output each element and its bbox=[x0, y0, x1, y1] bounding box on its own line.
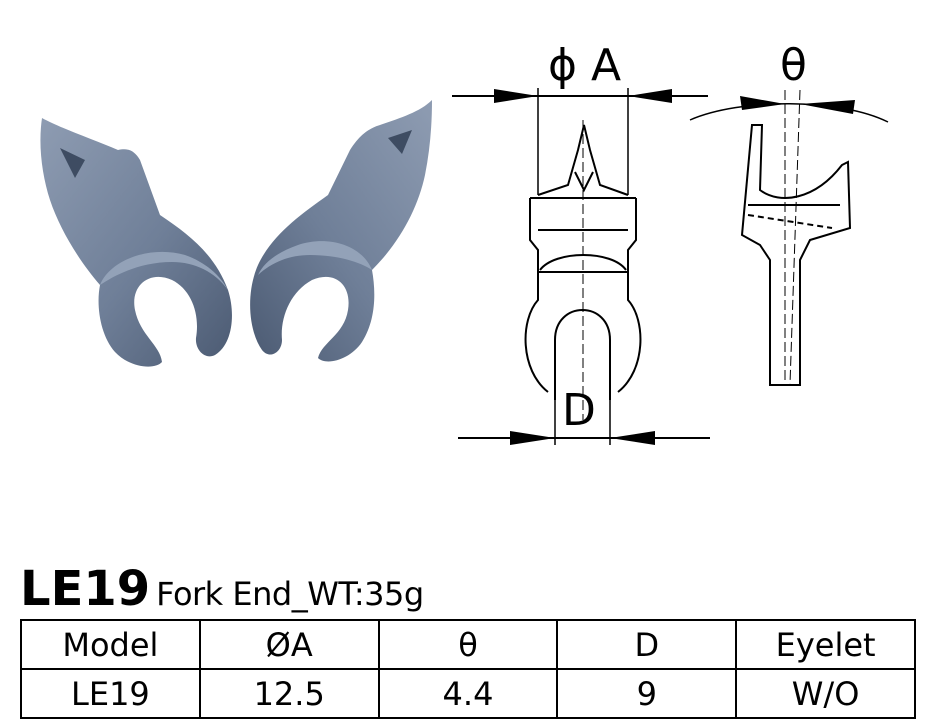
side-view-drawing bbox=[689, 89, 889, 386]
dimension-theta-label: θ bbox=[780, 40, 807, 91]
header-eyelet: Eyelet bbox=[735, 619, 916, 670]
dimension-a-label: ϕ A bbox=[548, 40, 621, 91]
spec-table: Model ØA θ D Eyelet LE19 12.5 4.4 9 W/O bbox=[20, 619, 916, 719]
cell-model: LE19 bbox=[20, 668, 201, 719]
cell-diameter-a: 12.5 bbox=[198, 668, 380, 719]
header-theta: θ bbox=[377, 619, 559, 670]
cell-d: 9 bbox=[556, 668, 738, 719]
table-header-row: Model ØA θ D Eyelet bbox=[20, 619, 916, 670]
header-d: D bbox=[556, 619, 738, 670]
table-row: LE19 12.5 4.4 9 W/O bbox=[20, 668, 916, 719]
front-view-drawing bbox=[452, 88, 710, 445]
dimension-d-label: D bbox=[562, 385, 596, 436]
fork-end-photo-left bbox=[40, 118, 232, 367]
product-subtitle: Fork End_WT:35g bbox=[156, 575, 424, 613]
cell-theta: 4.4 bbox=[377, 668, 559, 719]
header-diameter-a: ØA bbox=[198, 619, 380, 670]
product-code: LE19 bbox=[20, 561, 151, 617]
cell-eyelet: W/O bbox=[735, 668, 916, 719]
product-figure: ϕ A D θ bbox=[40, 40, 889, 445]
fork-end-photo-right bbox=[250, 100, 432, 362]
header-model: Model bbox=[20, 619, 201, 670]
